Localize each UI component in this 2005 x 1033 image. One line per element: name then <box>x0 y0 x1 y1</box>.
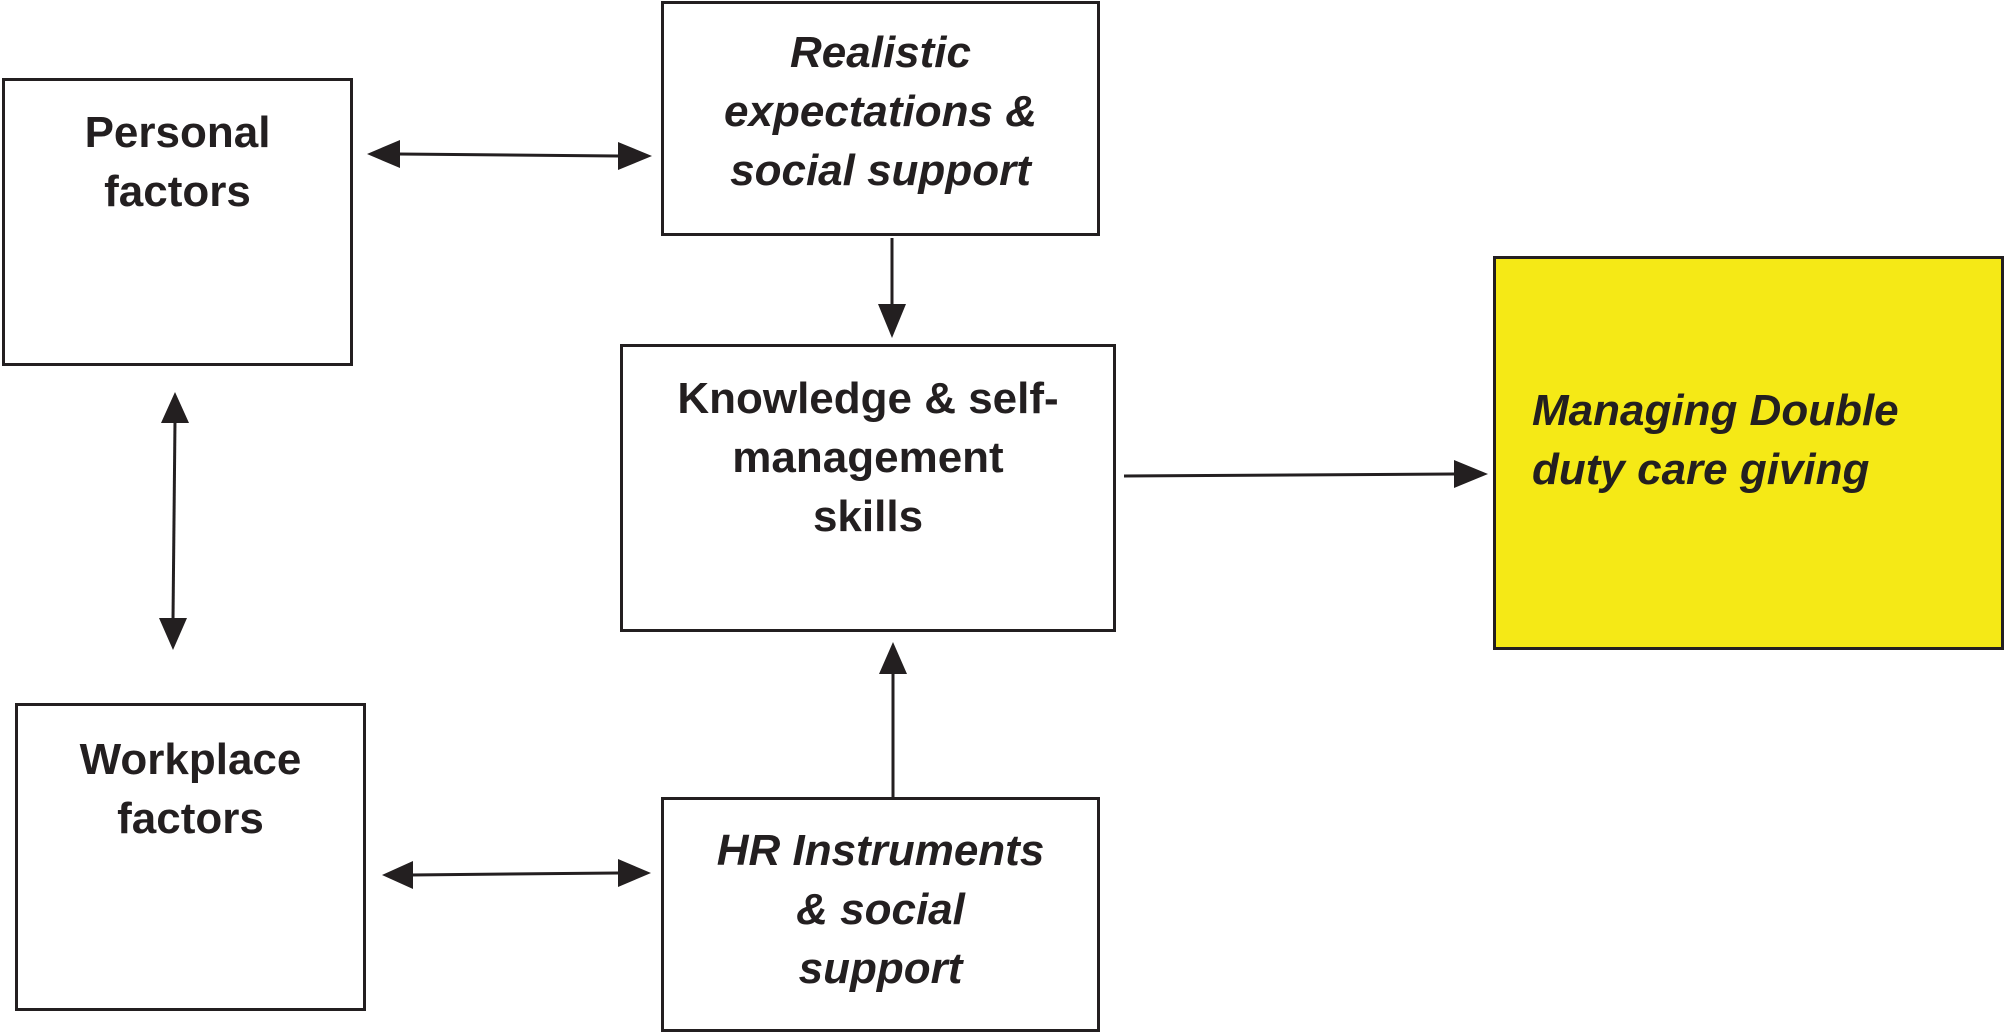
node-hr-instruments-label: HR Instruments & social support <box>716 826 1045 993</box>
node-knowledge-skills-label: Knowledge & self- management skills <box>677 374 1059 541</box>
node-personal-factors: Personal factors <box>2 78 353 366</box>
edge-personal-workplace <box>159 392 189 650</box>
edge-workplace-hr <box>382 859 651 889</box>
edge-realistic-knowledge <box>878 238 906 338</box>
node-realistic-expectations: Realistic expectations & social support <box>661 1 1100 236</box>
node-workplace-factors-label: Workplace factors <box>79 735 302 843</box>
node-hr-instruments: HR Instruments & social support <box>661 797 1100 1032</box>
edge-hr-knowledge <box>879 642 907 797</box>
node-knowledge-skills: Knowledge & self- management skills <box>620 344 1116 632</box>
edge-personal-realistic <box>367 140 652 170</box>
node-workplace-factors: Workplace factors <box>15 703 366 1011</box>
node-managing-double-duty-label: Managing Double duty care giving <box>1532 386 1899 494</box>
node-realistic-expectations-label: Realistic expectations & social support <box>724 28 1037 195</box>
node-managing-double-duty: Managing Double duty care giving <box>1493 256 2004 650</box>
edge-knowledge-outcome <box>1123 460 1488 488</box>
node-personal-factors-label: Personal factors <box>84 108 271 216</box>
